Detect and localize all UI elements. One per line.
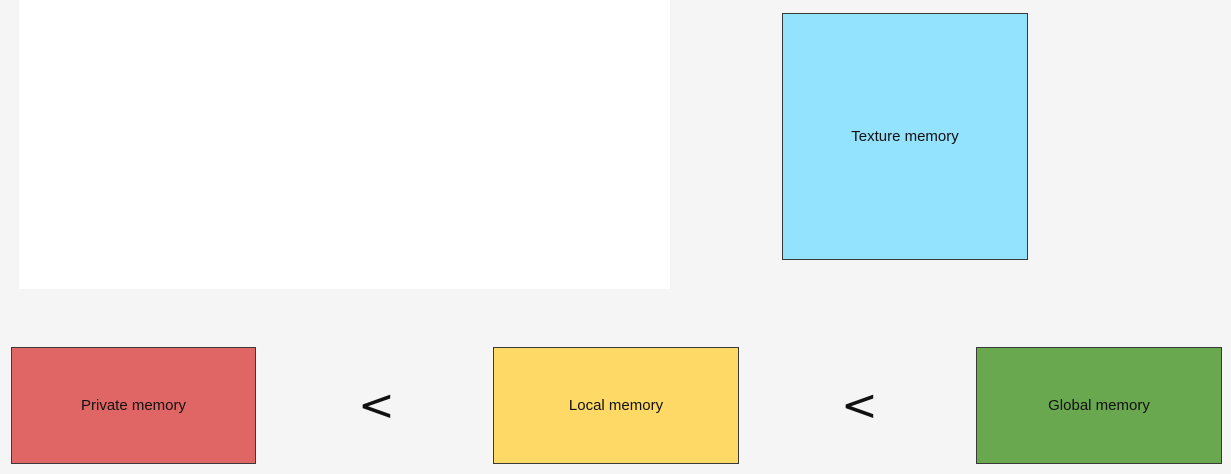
global-memory-label: Global memory [1048, 397, 1150, 414]
less-than-symbol: < [358, 380, 395, 431]
texture-memory-label: Texture memory [851, 128, 959, 145]
global-memory-box: Global memory [976, 347, 1222, 464]
private-memory-label: Private memory [80, 397, 187, 414]
blank-panel [19, 0, 670, 289]
texture-memory-box: Texture memory [782, 13, 1028, 260]
local-memory-label: Local memory [568, 397, 664, 414]
less-than-symbol: < [841, 380, 878, 431]
private-memory-box: Private memory [11, 347, 256, 464]
local-memory-box: Local memory [493, 347, 739, 464]
